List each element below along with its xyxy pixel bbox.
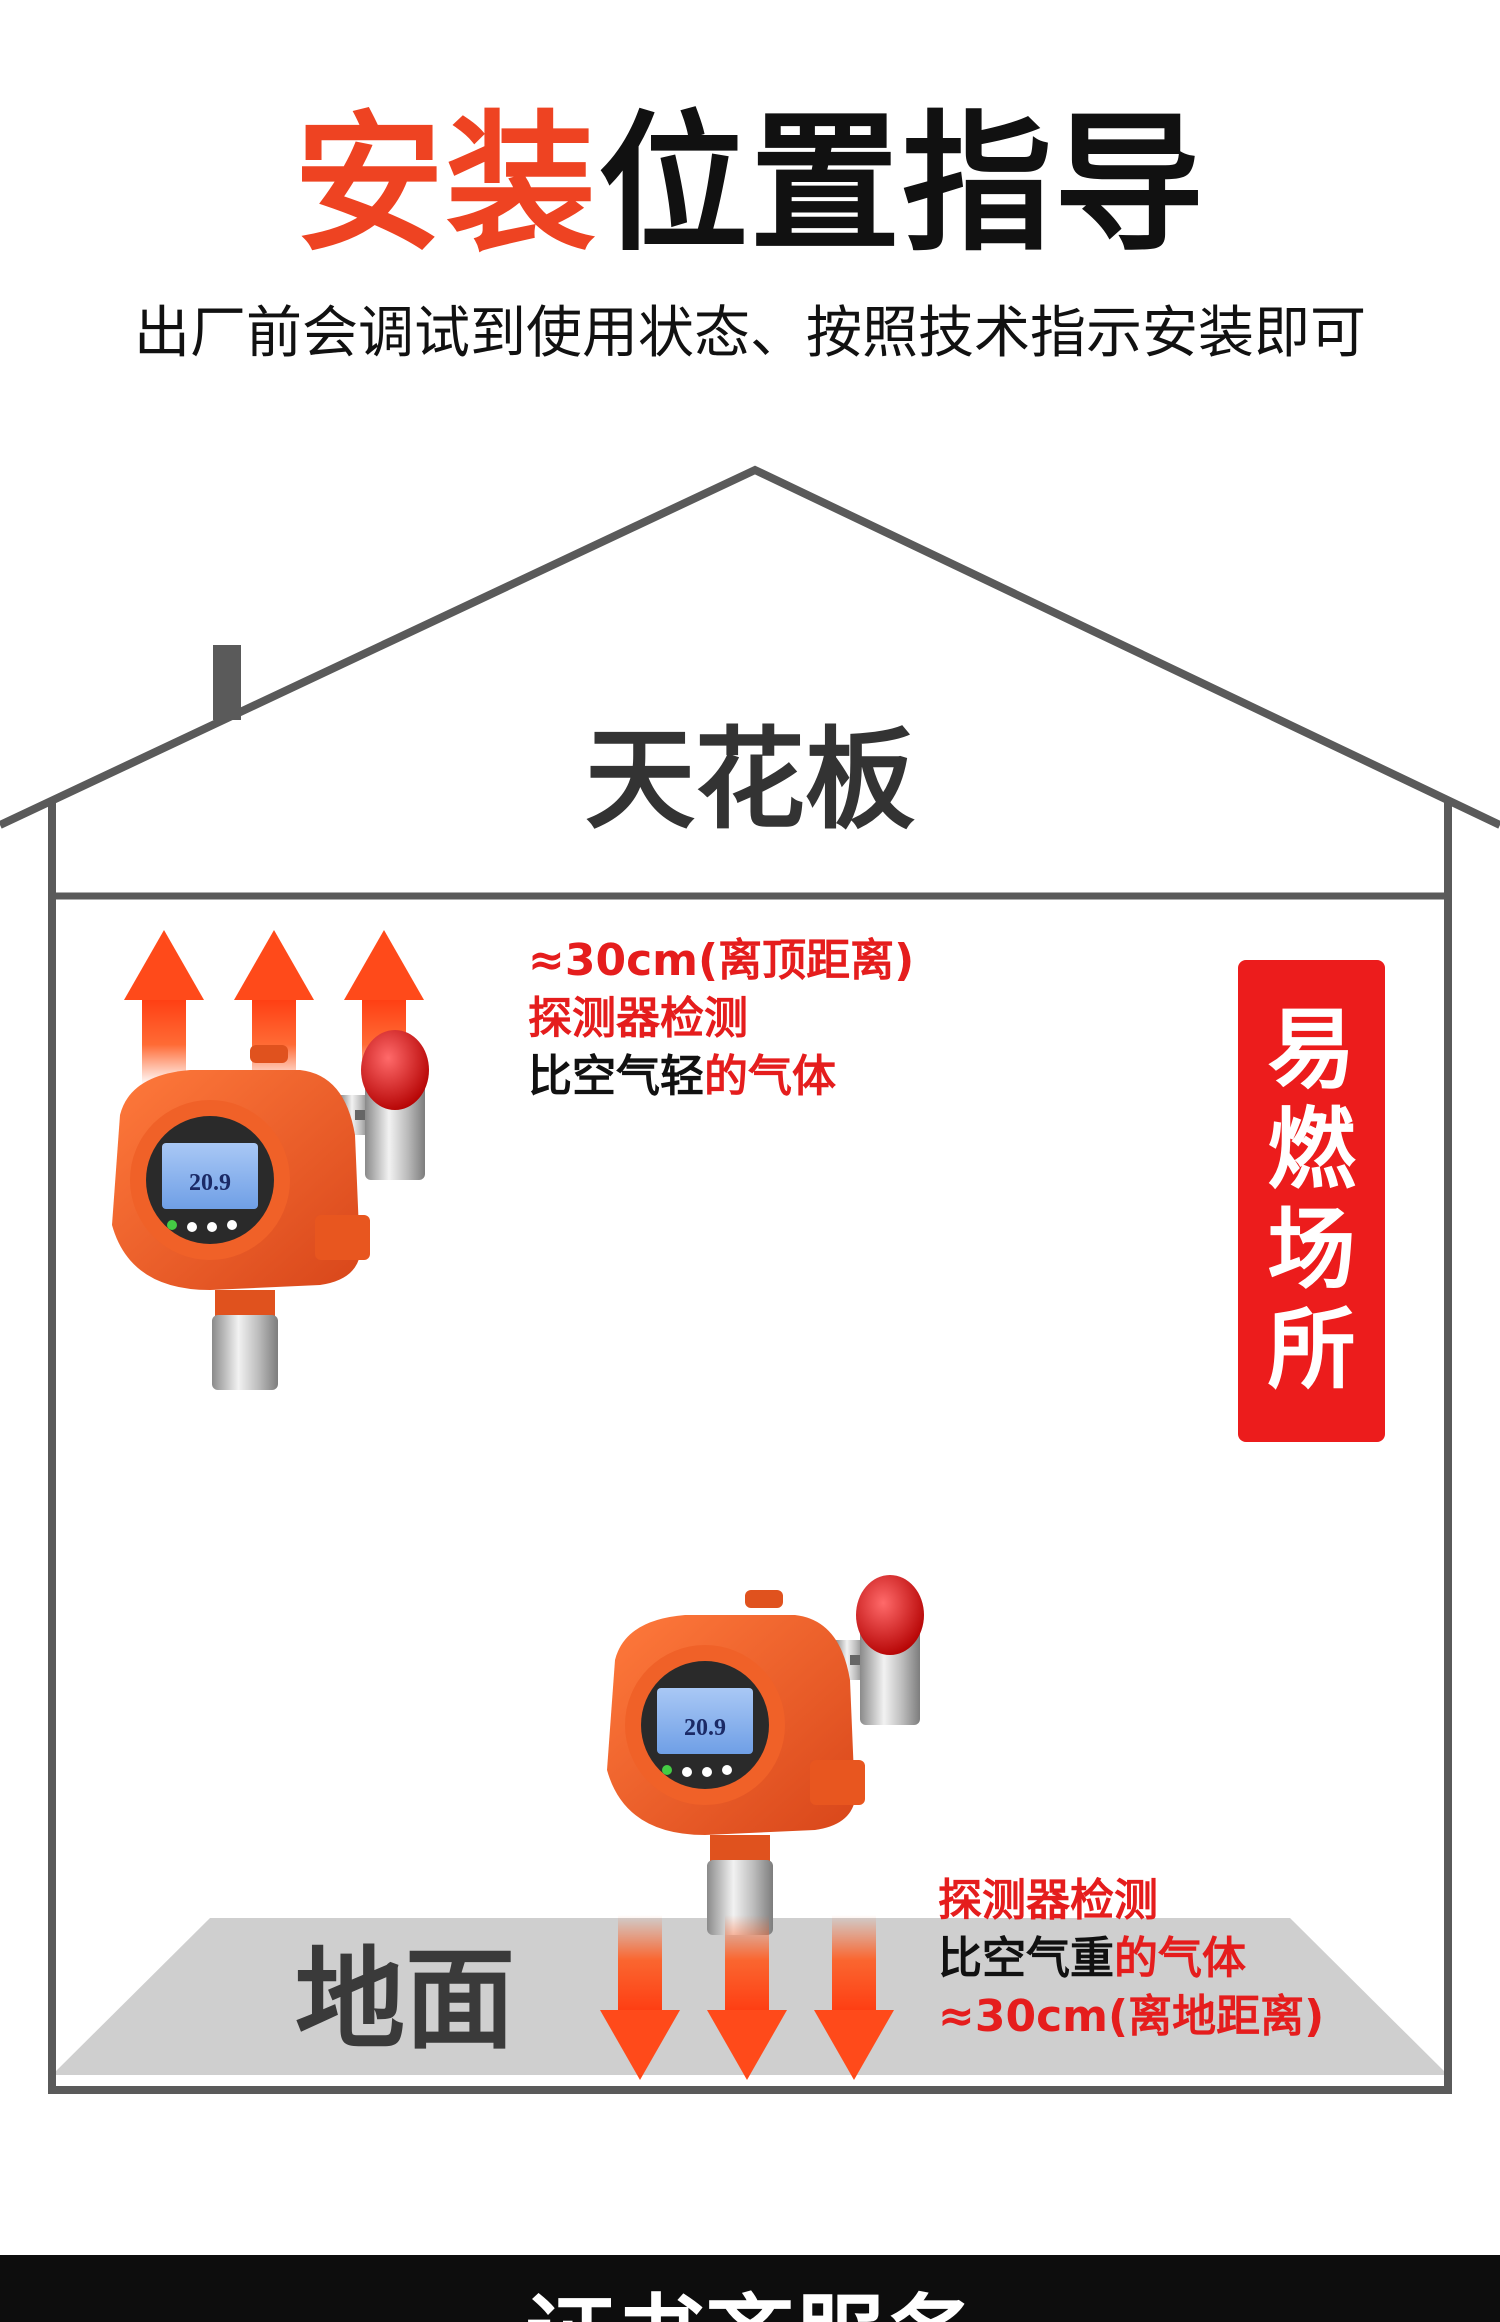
bottom-note-detects: 探测器检测 — [938, 1875, 1158, 1926]
chimney — [213, 645, 241, 720]
gas-detector-top — [112, 1030, 429, 1390]
down-arrow-icon — [814, 1915, 894, 2080]
detector-bottom-reading: 20.9 — [684, 1715, 726, 1741]
top-note-distance: ≈30cm(离顶距离) — [528, 935, 915, 986]
ceiling-label: 天花板 — [585, 716, 915, 844]
bottom-install-note: 探测器检测 比空气重的气体 ≈30cm(离地距离) — [938, 1872, 1324, 2046]
top-note-gas: 比空气轻的气体 — [528, 1051, 836, 1102]
title-accent: 安装 — [293, 98, 598, 272]
footer-banner: 证书齐服务 — [0, 2255, 1500, 2322]
gas-detector-bottom — [607, 1575, 924, 1935]
up-arrow-icon — [124, 930, 204, 1085]
footer-banner-text: 证书齐服务 — [0, 2293, 1500, 2322]
down-arrow-icon — [600, 1915, 680, 2080]
ground-label: 地面 — [295, 1936, 515, 2064]
title-rest: 位置指导 — [598, 98, 1207, 272]
down-arrows — [600, 1915, 894, 2080]
roof-line — [0, 465, 1500, 829]
bottom-note-gas: 比空气重的气体 — [938, 1933, 1246, 1984]
detector-top-reading: 20.9 — [189, 1170, 231, 1196]
top-install-note: ≈30cm(离顶距离) 探测器检测 比空气轻的气体 — [528, 932, 914, 1106]
bottom-note-distance: ≈30cm(离地距离) — [938, 1991, 1325, 2042]
down-arrow-icon — [707, 1915, 787, 2080]
top-note-detects: 探测器检测 — [528, 993, 748, 1044]
page-title: 安装位置指导 — [0, 110, 1500, 260]
house-walls — [48, 800, 1452, 2094]
flammable-site-badge: 易燃场所 — [1238, 960, 1385, 1442]
page-subtitle: 出厂前会调试到使用状态、按照技术指示安装即可 — [134, 301, 1366, 366]
